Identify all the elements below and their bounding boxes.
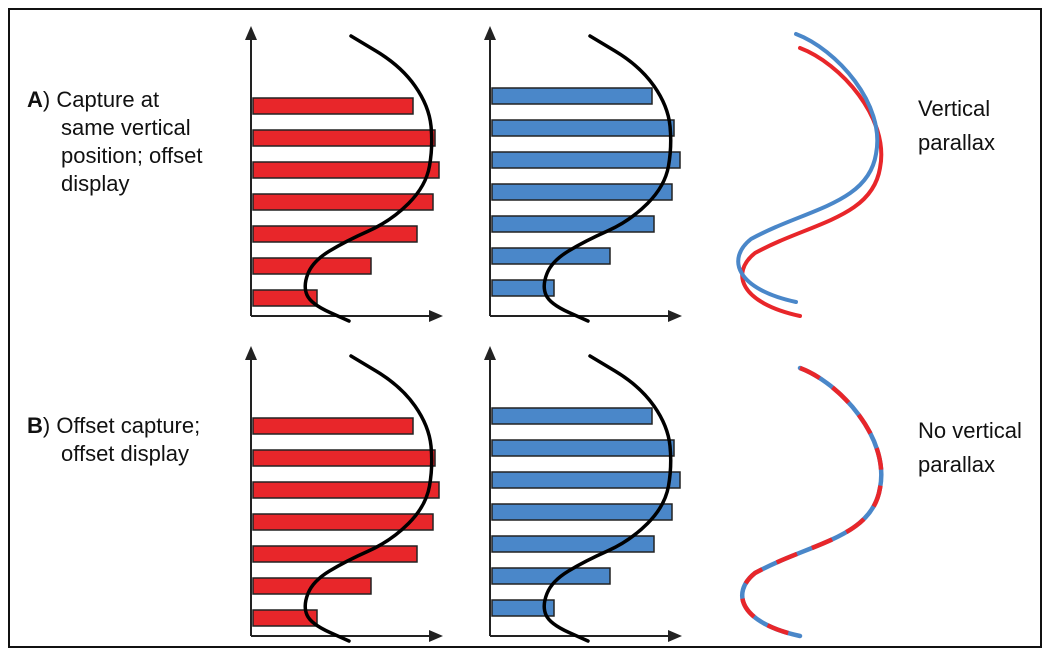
row-a-line-3: position; offset <box>61 143 203 168</box>
row-b-letter: B <box>27 413 43 438</box>
row-a-left-panel-signal-curve <box>303 34 434 323</box>
row-b-right-panel-bar <box>491 439 675 457</box>
row-a-right-panel-signal-curve <box>542 34 673 323</box>
row-a-left-panel <box>245 26 443 323</box>
row-a-left-panel-bar <box>252 225 418 243</box>
row-b-label: B) Offset capture; offset display <box>27 413 201 466</box>
row-b-left-panel-bar <box>252 481 440 499</box>
row-a-label: A) Capture at same vertical position; of… <box>27 87 203 196</box>
row-a-line-2: same vertical <box>61 115 191 140</box>
row-b-left-eye-curve <box>739 365 884 639</box>
row-b-result: No vertical parallax <box>918 414 1022 482</box>
row-a-right-panel-bar <box>491 279 555 297</box>
row-a-right-panel-bar <box>491 183 673 201</box>
row-a-right-panel-bar <box>491 87 653 105</box>
row-b-left-panel-bar <box>252 609 318 627</box>
row-b-result-line-1: No vertical <box>918 418 1022 443</box>
row-b-right-panel-bar <box>491 471 681 489</box>
axis-arrow-up-icon <box>484 346 496 360</box>
row-a-left-panel-bar <box>252 193 434 211</box>
row-a-right-panel-bar <box>491 247 611 265</box>
row-b-result-line-2: parallax <box>918 452 996 477</box>
row-b-left-panel-bar <box>252 417 414 435</box>
row-a-left-panel-bar <box>252 97 414 115</box>
axis-arrow-up-icon <box>484 26 496 40</box>
row-b-left-panel <box>245 346 443 643</box>
axis-arrow-right-icon <box>429 630 443 642</box>
row-b-right-panel-bar <box>491 407 653 425</box>
row-a-right-eye-curve <box>736 32 880 304</box>
axis-arrow-up-icon <box>245 26 257 40</box>
row-b-right-panel-bar <box>491 503 673 521</box>
row-b-right-panel-bar <box>491 599 555 617</box>
row-a-line-4: display <box>61 171 130 196</box>
row-b-left-panel-bar <box>252 449 436 467</box>
row-a-right-panel-bar <box>491 119 675 137</box>
row-b-right-panel <box>484 346 682 643</box>
row-a-left-panel-bar <box>252 289 318 307</box>
row-a-result-line-1: Vertical <box>918 96 991 121</box>
row-b-right-eye-curve <box>739 365 884 639</box>
row-a-right-panel-bar <box>491 151 681 169</box>
row-b-line-1: Offset capture; <box>56 413 201 438</box>
parallax-curves <box>736 32 884 639</box>
axis-arrow-right-icon <box>668 630 682 642</box>
row-b-left-panel-bar <box>252 513 434 531</box>
row-a-result-line-2: parallax <box>918 130 996 155</box>
axis-arrow-up-icon <box>245 346 257 360</box>
row-b-left-panel-bar <box>252 545 418 563</box>
axis-arrow-right-icon <box>429 310 443 322</box>
row-a-left-panel-bar <box>252 129 436 147</box>
row-a-letter: A <box>27 87 43 112</box>
row-b-left-panel-signal-curve <box>303 354 434 643</box>
sampling-panels <box>245 26 682 643</box>
row-b-right-panel-signal-curve <box>542 354 673 643</box>
row-a-left-eye-curve <box>740 46 884 318</box>
row-a-result: Vertical parallax <box>918 92 995 160</box>
row-a-line-1: Capture at <box>56 87 160 112</box>
axis-arrow-right-icon <box>668 310 682 322</box>
row-a-right-panel <box>484 26 682 323</box>
row-b-line-2: offset display <box>61 441 190 466</box>
row-b-right-panel-bar <box>491 567 611 585</box>
row-a-left-panel-bar <box>252 161 440 179</box>
